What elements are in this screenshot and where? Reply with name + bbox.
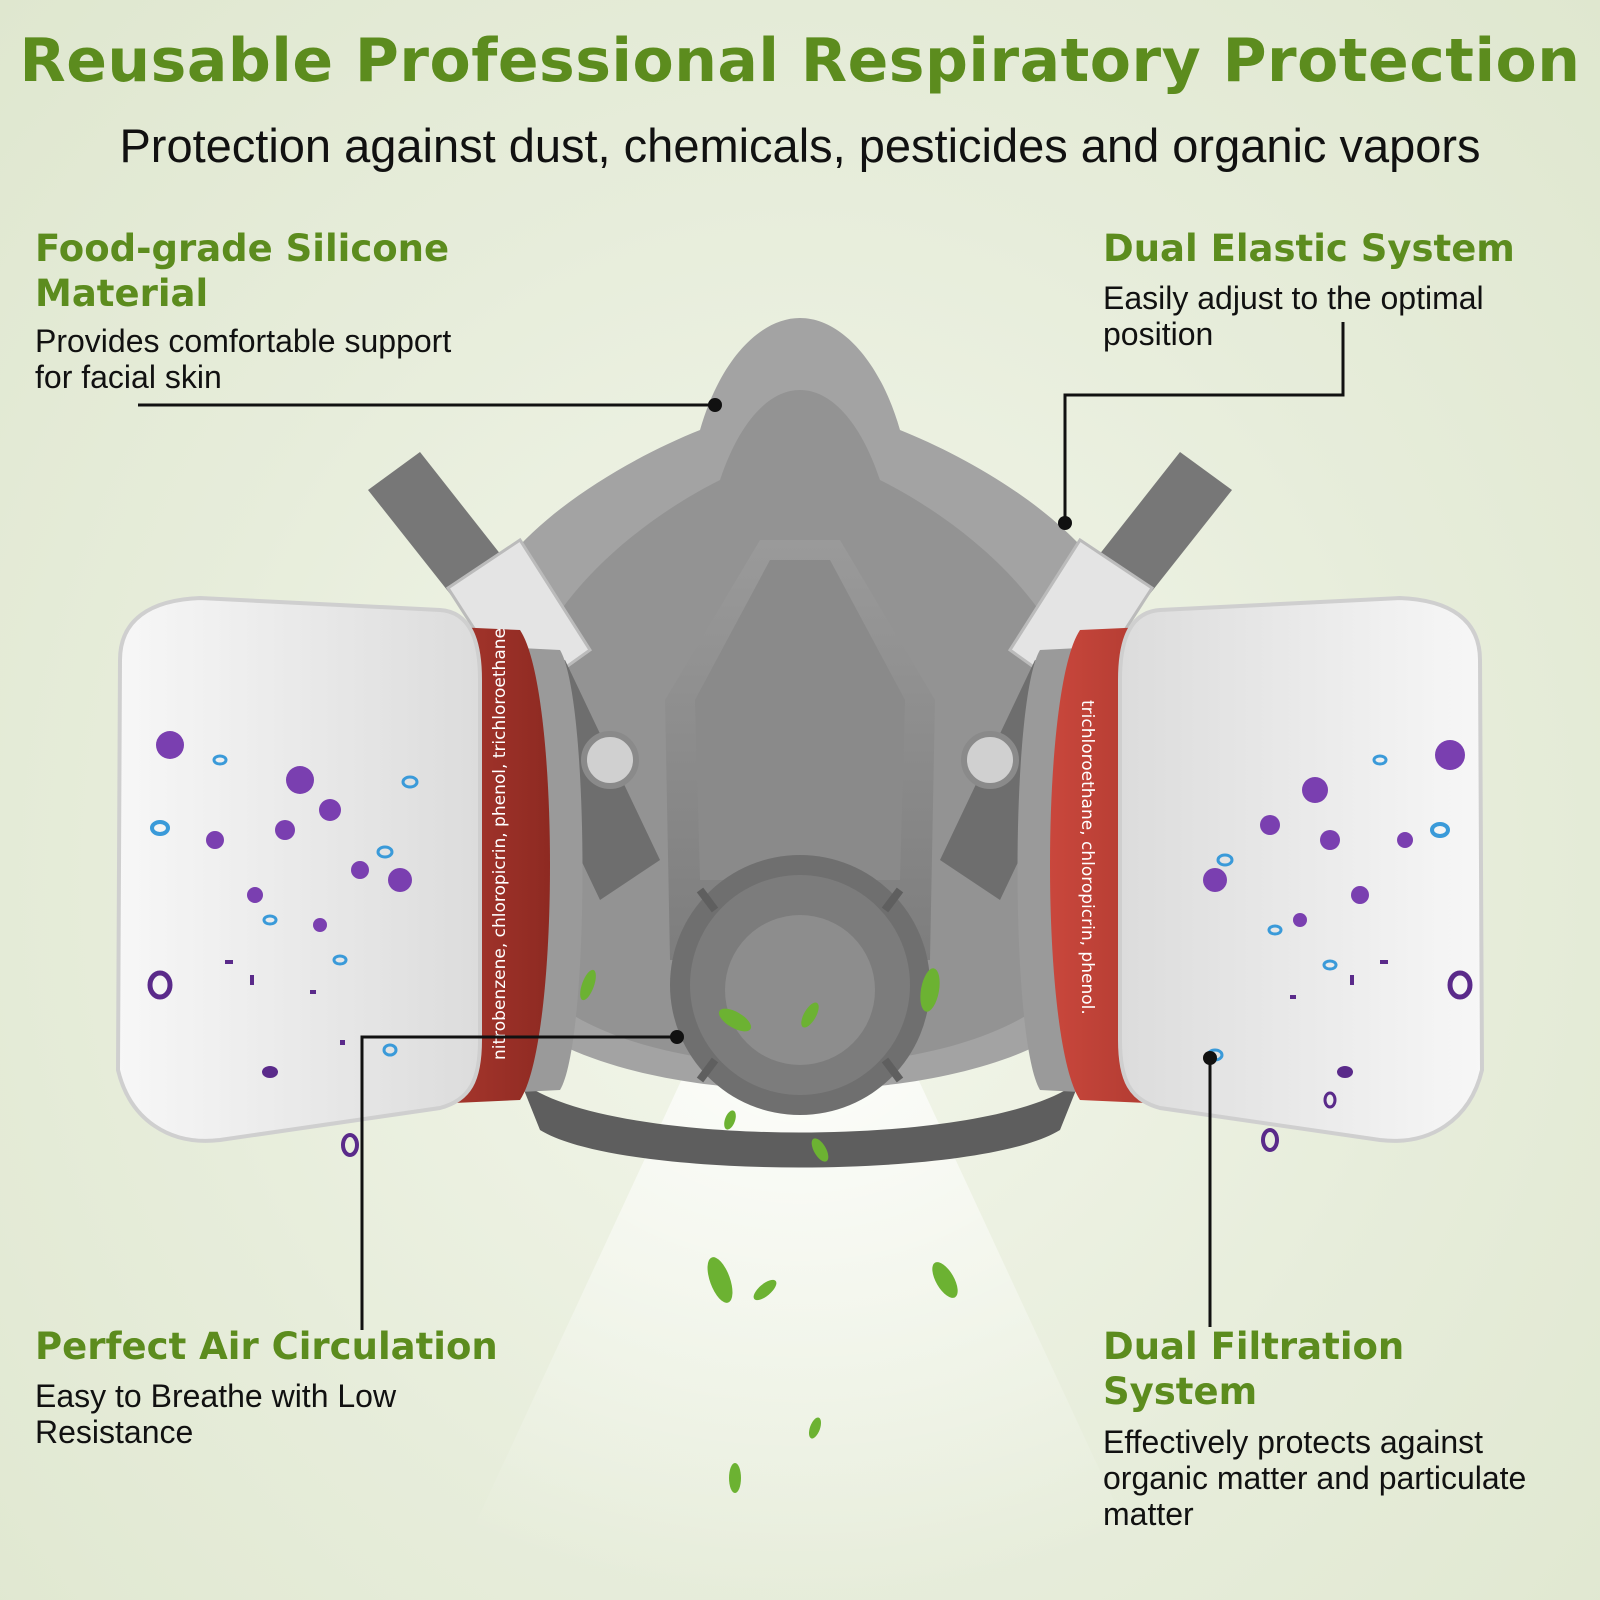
inhale-valve-left <box>581 731 639 789</box>
feature-air-desc: Easy to Breathe with Low Resistance <box>35 1378 397 1450</box>
feature-air-title: Perfect Air Circulation <box>35 1325 498 1368</box>
leaves <box>580 968 958 1493</box>
left-filter-cartridge: nitrobenzene, chloropicrin, phenol, tric… <box>115 595 583 1143</box>
filter-label-right: trichloroethane, chloropicrin, phenol. <box>1077 700 1097 1015</box>
particles-left <box>147 731 419 1157</box>
callout-lines <box>138 322 1345 1330</box>
airflow-beam <box>440 1040 1160 1600</box>
right-filter-cartridge: trichloroethane, chloropicrin, phenol. <box>1017 595 1485 1143</box>
callout-elastic <box>1063 322 1345 523</box>
feature-elastic-desc: Easily adjust to the optimal position <box>1103 280 1484 352</box>
particles-right <box>1203 740 1473 1152</box>
feature-filtration-desc: Effectively protects against organic mat… <box>1103 1424 1527 1532</box>
feature-silicone-desc: Provides comfortable support for facial … <box>35 323 452 395</box>
page-subtitle: Protection against dust, chemicals, pest… <box>119 119 1481 172</box>
feature-filtration-title: Dual Filtration System <box>1103 1325 1405 1413</box>
filter-label-left: nitrobenzene, chloropicrin, phenol, tric… <box>490 628 510 1060</box>
feature-silicone-title: Food-grade Silicone Material <box>35 227 450 315</box>
inhale-valve-right <box>961 731 1019 789</box>
callout-air <box>360 1035 677 1330</box>
page-title: Reusable Professional Respiratory Protec… <box>19 26 1581 96</box>
feature-elastic-title: Dual Elastic System <box>1103 227 1515 270</box>
